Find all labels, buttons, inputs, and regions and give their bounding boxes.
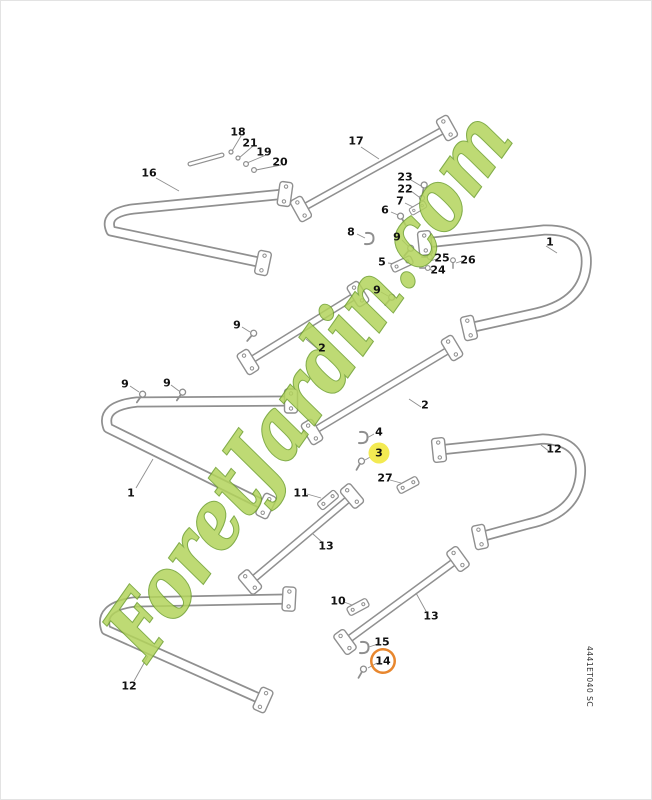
- part-label-7[interactable]: 7: [396, 194, 404, 208]
- part-label-10[interactable]: 10: [330, 594, 346, 608]
- part-label-12[interactable]: 12: [546, 442, 562, 456]
- part-label-24[interactable]: 24: [430, 263, 446, 277]
- part-label-14[interactable]: 14: [373, 651, 394, 672]
- part-label-9[interactable]: 9: [121, 377, 129, 391]
- part-label-8[interactable]: 8: [347, 225, 355, 239]
- part-label-9[interactable]: 9: [233, 318, 241, 332]
- part-label-19[interactable]: 19: [256, 145, 272, 159]
- hardware-parts: [133, 113, 490, 715]
- part-label-27[interactable]: 27: [377, 471, 393, 485]
- part-label-12[interactable]: 12: [121, 679, 137, 693]
- part-label-15[interactable]: 15: [374, 635, 390, 649]
- part-label-25[interactable]: 25: [434, 251, 450, 265]
- part-label-9[interactable]: 9: [393, 230, 401, 244]
- part-label-13[interactable]: 13: [318, 539, 334, 553]
- part-label-4[interactable]: 4: [375, 425, 383, 439]
- part-label-17[interactable]: 17: [348, 134, 364, 148]
- part-label-22[interactable]: 22: [397, 182, 413, 196]
- part-label-9[interactable]: 9: [163, 376, 171, 390]
- part-label-18[interactable]: 18: [230, 125, 246, 139]
- part-label-21[interactable]: 21: [242, 136, 258, 150]
- part-label-1[interactable]: 1: [546, 235, 554, 249]
- part-label-3[interactable]: 3: [368, 442, 390, 464]
- part-label-2[interactable]: 2: [318, 341, 326, 355]
- part-label-26[interactable]: 26: [460, 253, 476, 267]
- part-label-2[interactable]: 2: [421, 398, 429, 412]
- part-label-16[interactable]: 16: [141, 166, 157, 180]
- part-label-23[interactable]: 23: [397, 170, 413, 184]
- part-label-11[interactable]: 11: [293, 486, 309, 500]
- part-label-20[interactable]: 20: [272, 155, 288, 169]
- part-label-9[interactable]: 9: [373, 283, 381, 297]
- part-label-13[interactable]: 13: [423, 609, 439, 623]
- part-label-5[interactable]: 5: [378, 255, 386, 269]
- part-label-1[interactable]: 1: [127, 486, 135, 500]
- doc-code: 4441ET040 SC: [585, 646, 594, 708]
- part-label-6[interactable]: 6: [381, 203, 389, 217]
